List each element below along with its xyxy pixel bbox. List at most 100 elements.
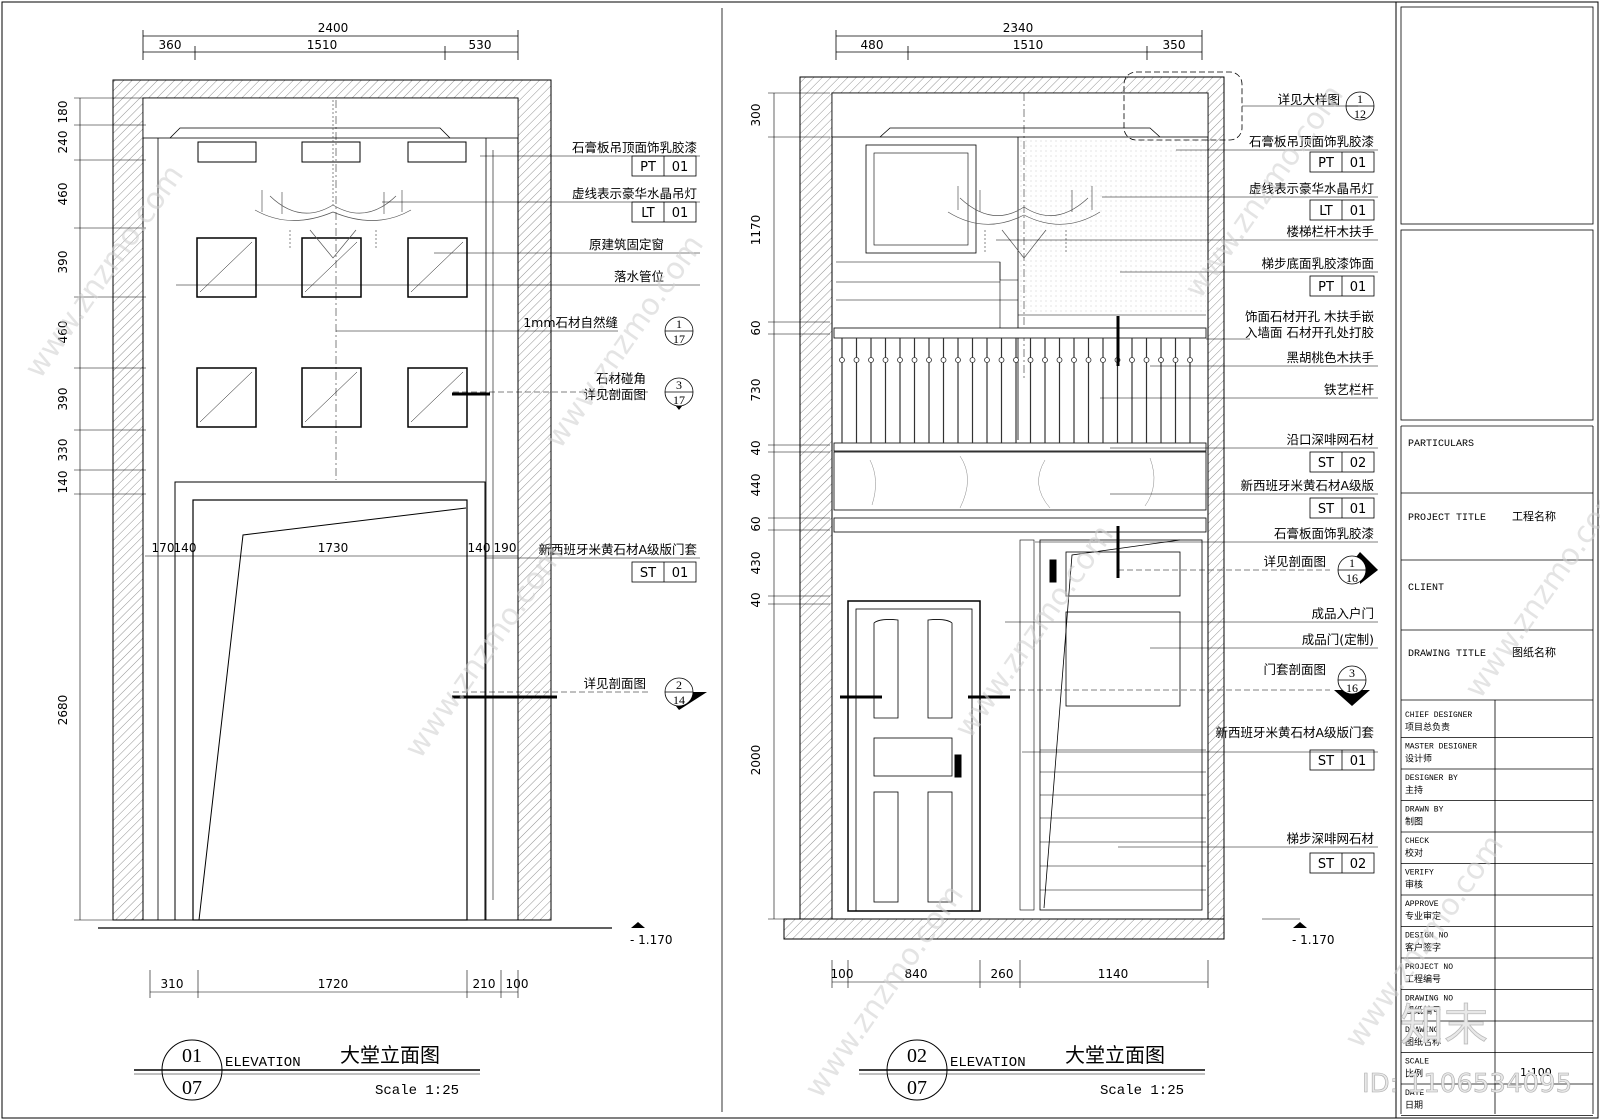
tb-role-cn: 客户签字 [1405, 942, 1441, 954]
e2-chandelier [947, 186, 1101, 259]
svg-text:ELEVATION: ELEVATION [225, 1055, 301, 1071]
svg-text:大堂立面图: 大堂立面图 [1065, 1043, 1165, 1067]
tb-role-cn: 工程编号 [1405, 973, 1441, 985]
svg-text:ELEVATION: ELEVATION [950, 1055, 1026, 1071]
svg-text:LT: LT [1319, 204, 1332, 219]
e1-left-dim: 460 [56, 321, 70, 344]
e2-left-dim: 730 [749, 379, 763, 402]
e1-top-dim: 1510 [307, 38, 338, 52]
e2-note: 门套剖面图 [1263, 662, 1326, 677]
tb-role-en: MASTER DESIGNER [1405, 743, 1477, 752]
e2-balustrade [833, 327, 1207, 452]
svg-text:01: 01 [1350, 502, 1367, 517]
e2-lower-stairs [1040, 749, 1206, 891]
e2-note: 虚线表示豪华水晶吊灯 [1249, 181, 1374, 196]
e1-ceiling [142, 97, 519, 139]
e1-top-total: 2400 [318, 21, 349, 35]
baluster-knob [1172, 357, 1179, 363]
e2-note: 新西班牙米黄石材A级版门套 [1215, 725, 1374, 740]
e1-top-dim: 530 [469, 38, 492, 52]
e2-note: 成品门(定制) [1302, 632, 1374, 647]
svg-text:01: 01 [1350, 754, 1367, 769]
svg-text:ST: ST [1318, 456, 1334, 471]
e2-entry-door [847, 600, 981, 912]
e2-stone-band [833, 451, 1207, 511]
baluster-knob [1158, 357, 1164, 363]
e1-note: 详见剖面图 [583, 387, 646, 402]
e2-upper-stairs [836, 261, 1206, 330]
svg-text:PT: PT [640, 160, 656, 175]
tb-role-cn: 主持 [1405, 784, 1423, 796]
e2-material-tag: ST 02 [1309, 852, 1375, 874]
svg-text:ST: ST [1318, 857, 1334, 872]
tb-role-cn: 审核 [1405, 879, 1423, 891]
e2-left-dim: 1170 [749, 215, 763, 246]
tb-role-cn: 图纸名称 [1405, 1036, 1441, 1048]
baluster-knob [1071, 357, 1077, 363]
e2-custom-door [1039, 539, 1203, 911]
e2-note: 黑胡桃色木扶手 [1286, 350, 1374, 365]
e1-note: 详见剖面图 [583, 676, 646, 691]
tb-project-title-cn: 工程名称 [1512, 509, 1556, 523]
baluster-knob [926, 357, 932, 363]
e2-note: 铁艺栏杆 [1324, 382, 1375, 397]
tb-drawing-title: DRAWING TITLE [1408, 649, 1486, 660]
e2-note: 沿口深啡网石材 [1286, 432, 1374, 447]
e1-bottom-dim: 1720 [318, 977, 349, 991]
e1-drawing-title: 01 07 ELEVATION 大堂立面图 Scale 1:25 [134, 1039, 480, 1101]
e2-note: 饰面石材开孔 木扶手嵌 [1245, 309, 1374, 324]
e2-left-dim: 430 [749, 552, 763, 575]
e1-left-dim: 460 [56, 183, 70, 206]
svg-text:01: 01 [672, 160, 689, 175]
baluster-knob [1187, 357, 1193, 363]
tb-role-cn: 比例 [1405, 1068, 1423, 1080]
svg-text:01: 01 [672, 566, 689, 581]
baluster-knob [1042, 357, 1048, 363]
e2-note: 楼梯栏杆木扶手 [1286, 224, 1374, 239]
e1-bottom-dim: 210 [473, 977, 496, 991]
e1-mid-dim: 140 [468, 541, 491, 555]
svg-text:12: 12 [1354, 107, 1366, 121]
svg-text:02: 02 [1350, 857, 1367, 872]
e2-section-ref: 1 16 [1337, 552, 1378, 585]
svg-text:3: 3 [676, 378, 682, 392]
svg-text:1: 1 [676, 317, 682, 331]
e1-left-dim: 390 [56, 251, 70, 274]
baluster-knob [940, 357, 947, 363]
tb-role-en: CHECK [1405, 837, 1429, 846]
tb-role-en: PROJECT NO [1405, 963, 1453, 972]
svg-text:01: 01 [1350, 156, 1367, 171]
e2-top-dim: 350 [1163, 38, 1186, 52]
e1-detail-ref: 1 17 [664, 316, 694, 346]
e2-note: 详见剖面图 [1263, 554, 1326, 569]
svg-text:3: 3 [1349, 666, 1355, 680]
e2-material-tag: PT 01 [1309, 275, 1375, 297]
tb-role-cn: 项目总负责 [1405, 721, 1450, 733]
baluster-knob [998, 357, 1005, 363]
baluster-knob [1056, 357, 1063, 363]
tb-role-en: DRAWING NO [1405, 995, 1453, 1004]
e1-mid-dim: 190 [494, 541, 517, 555]
e1-level: - 1.170 [630, 933, 673, 947]
e1-note: 虚线表示豪华水晶吊灯 [572, 186, 697, 201]
tb-role-cn: 图纸编号 [1405, 1005, 1441, 1017]
svg-text:01: 01 [1350, 204, 1367, 219]
tb-role-en: VERIFY [1405, 869, 1434, 878]
tb-drawing-title-cn: 图纸名称 [1512, 645, 1556, 659]
tb-role-cn: 专业审定 [1405, 910, 1441, 922]
tb-scale-value: 1:100 [1520, 1066, 1552, 1079]
tb-role-en: CHIEF DESIGNER [1405, 711, 1472, 720]
e2-left-dim: 60 [749, 320, 763, 335]
e2-ceiling [831, 92, 1209, 138]
e1-mid-dim: 140 [174, 541, 197, 555]
e1-material-tag: ST 01 [631, 561, 697, 583]
e2-note: 成品入户门 [1311, 606, 1374, 621]
e1-left-dim: 140 [56, 471, 70, 494]
e2-left-dim: 440 [749, 474, 763, 497]
watermark-logo: 知末 [1400, 1000, 1488, 1051]
e2-material-tag: ST 01 [1309, 749, 1375, 771]
tb-role-en: DESIGN NO [1405, 932, 1448, 941]
tb-project-title: PROJECT TITLE [1408, 513, 1486, 524]
baluster-knob [853, 357, 860, 363]
